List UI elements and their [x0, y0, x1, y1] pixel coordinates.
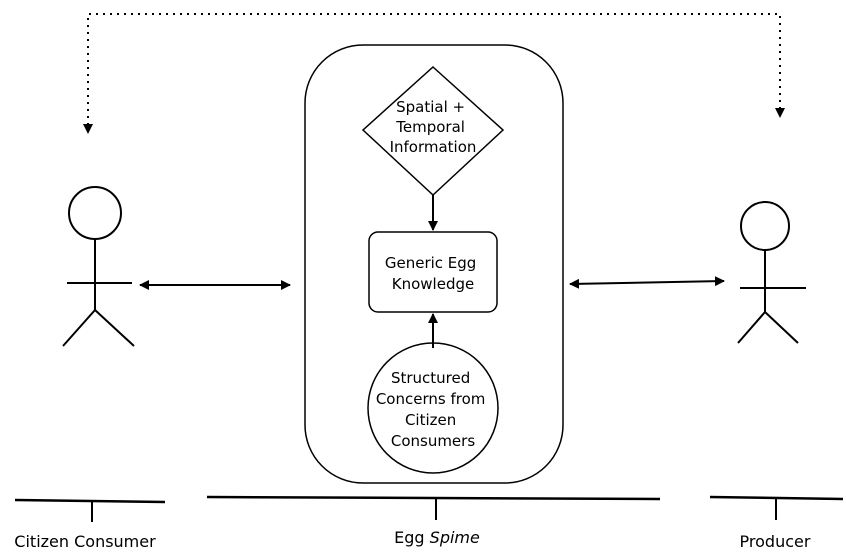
spime-baseline — [206, 495, 661, 520]
producer-head — [740, 201, 790, 251]
structured-concerns-line-1: Structured — [391, 369, 470, 387]
producer-right-leg — [764, 311, 799, 344]
egg-spime-caption-emphasis: Spime — [430, 528, 480, 547]
spatial-temporal-label: Spatial + Temporal Information — [390, 98, 477, 156]
generic-knowledge-line-1: Generic Egg — [385, 254, 476, 272]
egg-spime-caption-prefix: Egg — [394, 528, 430, 547]
dotted-arrowhead-right — [775, 108, 785, 118]
generic-knowledge-line-2: Knowledge — [392, 275, 474, 293]
consumer-baseline — [14, 498, 166, 522]
citizen-consumer-actor — [62, 186, 135, 347]
citizen-consumer-right-leg — [94, 309, 135, 347]
spatial-temporal-line-3: Information — [390, 138, 477, 156]
dotted-arrowhead-left — [83, 124, 93, 134]
spime-container — [304, 44, 564, 484]
producer-baseline — [709, 495, 844, 520]
structured-concerns-line-2: Concerns from — [376, 390, 486, 408]
producer-left-leg — [737, 311, 766, 344]
producer-caption: Producer — [740, 532, 811, 551]
egg-spime-caption: Egg Spime — [394, 528, 480, 547]
structured-concerns-circle — [367, 342, 499, 474]
generic-knowledge-box — [368, 231, 498, 313]
arrow-spime-producer — [569, 276, 725, 289]
structured-concerns-label: Structured Concerns from Citizen Consume… — [376, 369, 490, 450]
structured-concerns-line-4: Consumers — [391, 432, 475, 450]
citizen-consumer-left-leg — [62, 309, 96, 347]
spatial-temporal-line-2: Temporal — [395, 118, 465, 136]
spatial-temporal-line-1: Spatial + — [396, 98, 465, 116]
producer-actor — [737, 201, 806, 344]
citizen-consumer-caption: Citizen Consumer — [14, 532, 156, 551]
citizen-consumer-head — [68, 186, 122, 240]
dotted-connector — [87, 13, 781, 125]
structured-concerns-line-3: Citizen — [405, 411, 456, 429]
generic-knowledge-label: Generic Egg Knowledge — [385, 254, 481, 293]
